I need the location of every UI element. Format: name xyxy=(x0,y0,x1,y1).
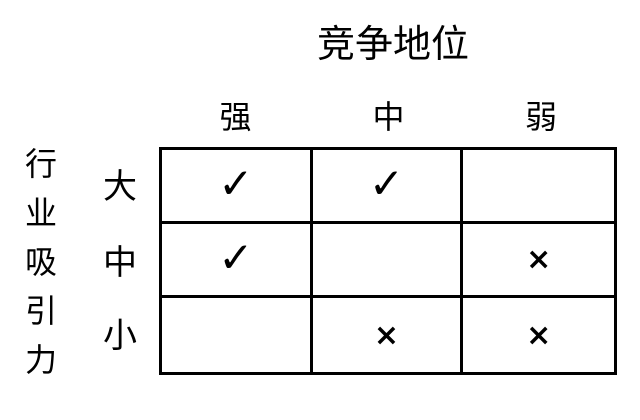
matrix-cell-r1c0: ✓ xyxy=(162,224,313,298)
matrix-cell-r1c1 xyxy=(312,224,464,298)
column-header-strong: 强 xyxy=(219,99,252,135)
cross-mark: × xyxy=(373,317,400,353)
y-axis-title: 行 业 吸 引 力 xyxy=(14,140,68,385)
check-mark: ✓ xyxy=(218,159,254,208)
row-header-large: 大 xyxy=(103,169,137,206)
cross-mark: × xyxy=(526,242,552,277)
y-axis-char: 引 xyxy=(24,293,57,329)
y-axis-char: 吸 xyxy=(24,244,57,280)
row-header-small: 小 xyxy=(103,318,137,355)
matrix-grid: ✓ ✓ ✓ × × × xyxy=(159,147,617,375)
matrix-cell-r0c0: ✓ xyxy=(162,150,313,224)
matrix-cell-r2c0 xyxy=(162,298,313,372)
y-axis-char: 行 xyxy=(24,146,57,182)
matrix-cell-r2c1: × xyxy=(313,298,464,372)
matrix-cell-r1c2: × xyxy=(463,224,614,298)
check-mark: ✓ xyxy=(218,233,254,282)
matrix-cell-r0c1: ✓ xyxy=(312,150,464,224)
column-header-weak: 弱 xyxy=(524,99,557,135)
y-axis-char: 业 xyxy=(24,195,57,231)
check-mark: ✓ xyxy=(368,159,405,208)
x-axis-title: 竞争地位 xyxy=(316,24,469,66)
matrix-cell-r0c2 xyxy=(463,150,614,224)
matrix-cell-r2c2: × xyxy=(463,298,614,372)
y-axis-char: 力 xyxy=(24,342,57,378)
cross-mark: × xyxy=(526,317,552,353)
row-header-medium: 中 xyxy=(103,245,137,282)
column-header-medium: 中 xyxy=(372,99,405,135)
